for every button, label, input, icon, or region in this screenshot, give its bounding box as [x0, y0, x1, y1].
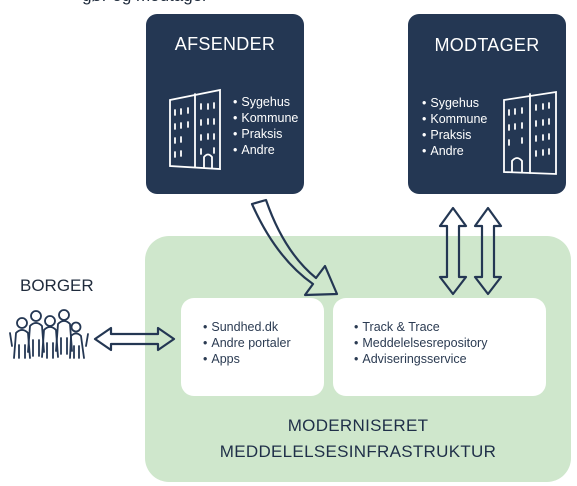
people-group-icon [9, 309, 89, 359]
receiver-list: Sygehus Kommune Praksis Andre [422, 95, 487, 159]
citizen-to-portals-arrow [93, 326, 176, 352]
receiver-item: Andre [422, 143, 487, 159]
service-item: Adviseringsservice [354, 351, 487, 367]
receiver-item: Sygehus [422, 95, 487, 111]
services-box: Track & Trace Meddelelsesrepository Advi… [333, 298, 546, 396]
infra-to-receiver-arrow-right [473, 206, 503, 296]
sender-box: AFSENDER Sygehus Kommune Praksis Andre [146, 14, 304, 194]
portals-list: Sundhed.dk Andre portaler Apps [203, 319, 291, 367]
infrastructure-title: MODERNISERET MEDDELELSESINFRASTRUKTUR [145, 413, 571, 465]
sender-item: Sygehus [233, 94, 298, 110]
sender-item: Praksis [233, 126, 298, 142]
portal-item: Sundhed.dk [203, 319, 291, 335]
citizen-label: BORGER [20, 276, 94, 295]
sender-to-infra-arrow [250, 198, 339, 297]
top-caption: gør og modtager [0, 0, 290, 16]
building-icon [169, 88, 221, 170]
building-icon [503, 90, 557, 175]
service-item: Track & Trace [354, 319, 487, 335]
receiver-item: Praksis [422, 127, 487, 143]
receiver-box: MODTAGER Sygehus Kommune Praksis Andre [408, 14, 566, 194]
infrastructure-title-line1: MODERNISERET [287, 416, 429, 435]
sender-list: Sygehus Kommune Praksis Andre [233, 94, 298, 158]
service-item: Meddelelsesrepository [354, 335, 487, 351]
sender-title: AFSENDER [174, 34, 276, 54]
portal-item: Apps [203, 351, 291, 367]
receiver-title: MODTAGER [434, 35, 540, 55]
services-list: Track & Trace Meddelelsesrepository Advi… [354, 319, 487, 367]
portals-box: Sundhed.dk Andre portaler Apps [181, 298, 324, 396]
sender-item: Kommune [233, 110, 298, 126]
sender-item: Andre [233, 142, 298, 158]
infra-to-receiver-arrow-left [438, 206, 468, 296]
receiver-item: Kommune [422, 111, 487, 127]
portal-item: Andre portaler [203, 335, 290, 351]
infrastructure-title-line2: MEDDELELSESINFRASTRUKTUR [219, 442, 497, 461]
